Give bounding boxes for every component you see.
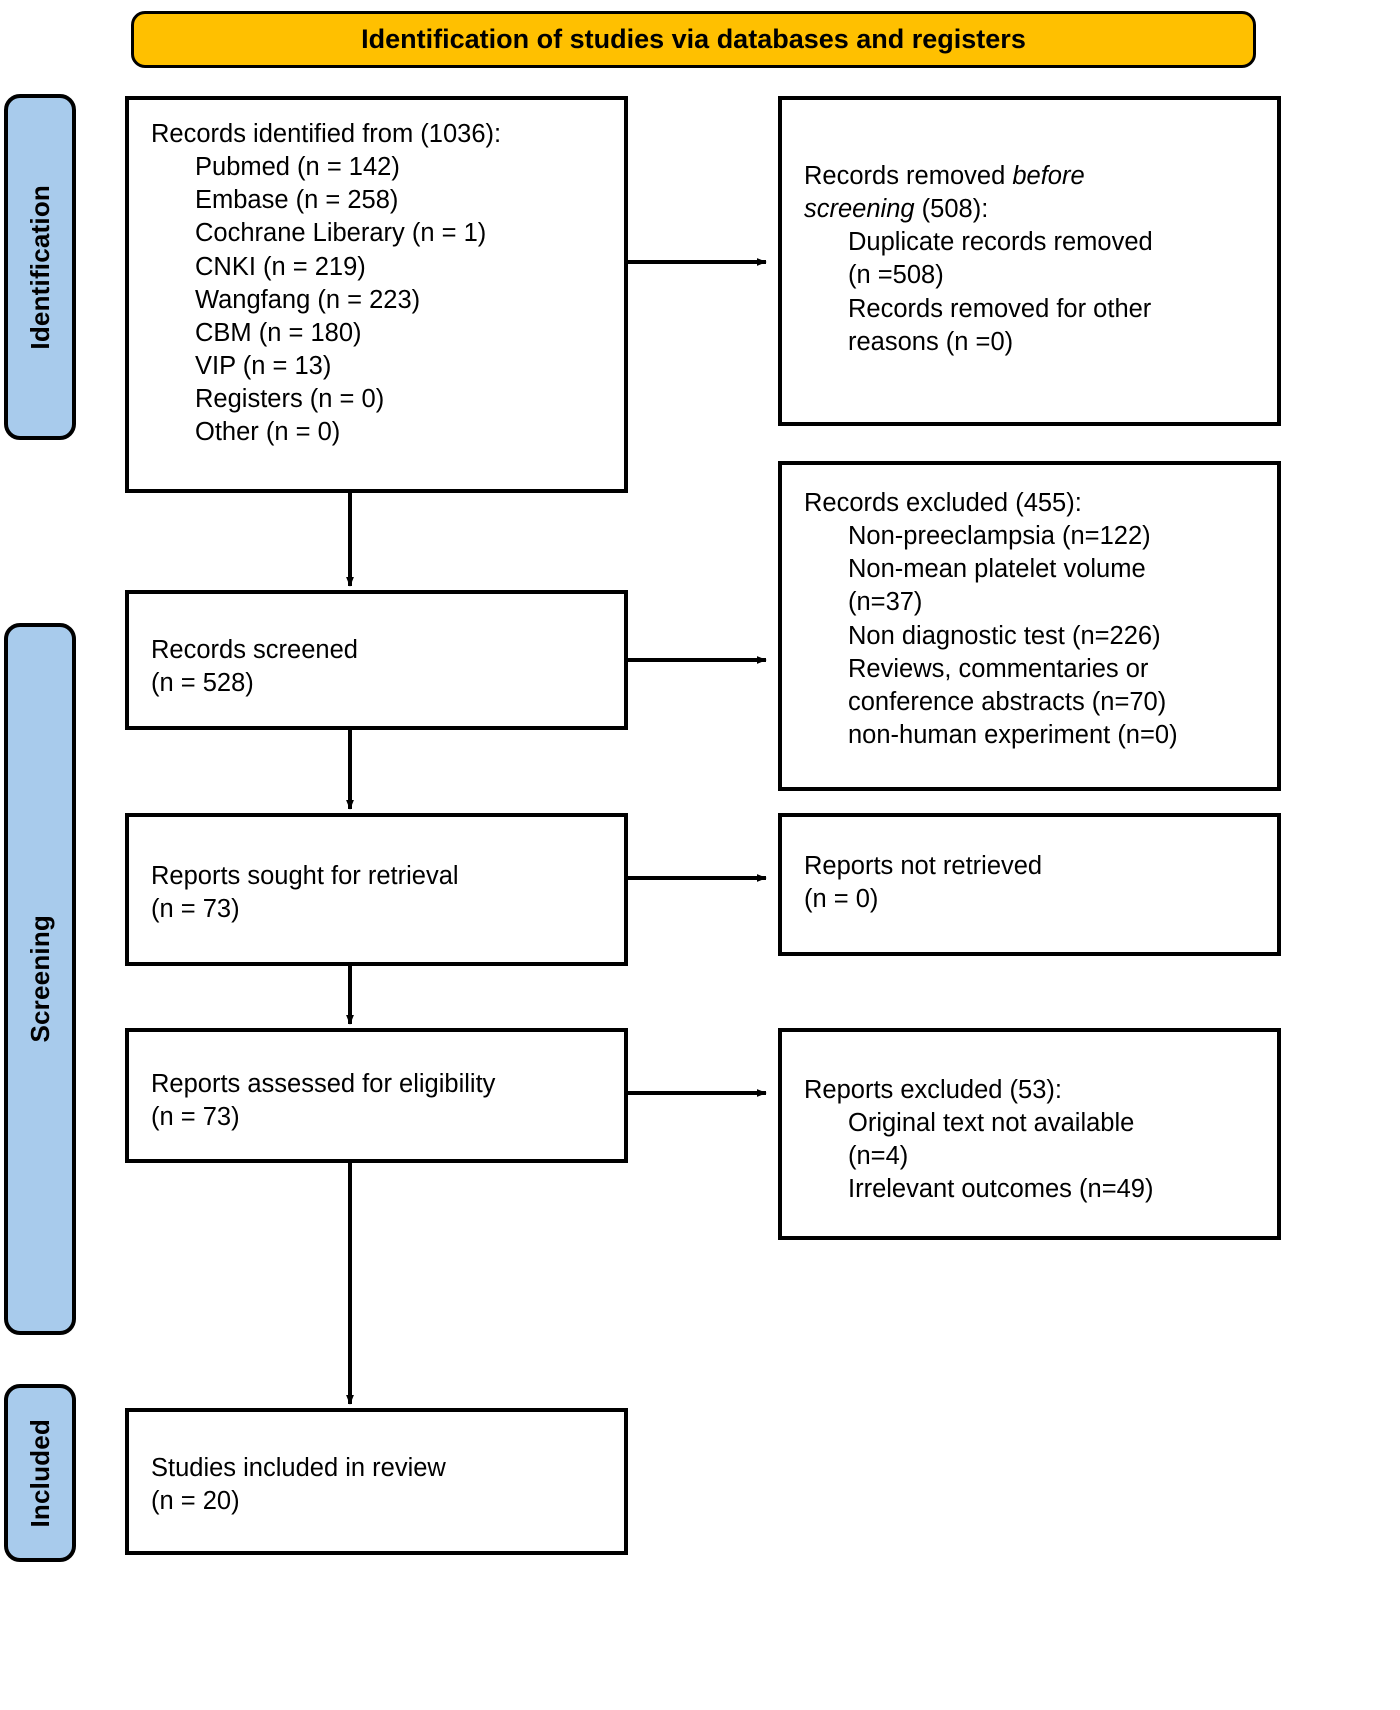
banner-identification: Identification of studies via databases …: [131, 11, 1256, 68]
line-2: Duplicate records removed: [848, 228, 1153, 257]
line-0: Records identified from (1036):: [151, 120, 502, 148]
stage-pill-included: Included: [4, 1384, 76, 1562]
line-1: (n = 73): [151, 895, 240, 924]
line-6: CBM (n = 180): [195, 318, 362, 347]
stage-label-included: Included: [24, 1418, 55, 1528]
line-0: Records excluded (455):: [804, 489, 1082, 517]
line-0: Reports assessed for eligibility: [151, 1070, 496, 1098]
box-studies-included: Studies included in review (n = 20): [125, 1408, 628, 1555]
line-1: (n = 20): [151, 1487, 240, 1516]
line-0-italic: before: [1012, 162, 1085, 190]
line-3: (n=37): [848, 588, 923, 617]
banner-title: Identification of studies via databases …: [361, 24, 1026, 54]
box-reports-sought: Reports sought for retrieval (n = 73): [125, 813, 628, 966]
line-1: screening (508):: [804, 193, 1263, 226]
stage-pill-screening: Screening: [4, 623, 76, 1335]
line-2: Non-mean platelet volume: [848, 555, 1146, 584]
line-0: Records screened: [151, 636, 358, 664]
box-records-excluded: Records excluded (455): Non-preeclampsia…: [778, 461, 1281, 791]
line-9: Other (n = 0): [195, 418, 341, 447]
line-1-italic: screening: [804, 195, 915, 224]
line-0: Reports excluded (53):: [804, 1076, 1062, 1104]
line-8: Registers (n = 0): [195, 385, 385, 414]
stage-label-identification: Identification: [24, 184, 55, 350]
line-4: Records removed for other: [848, 294, 1152, 323]
box-records-removed-before-screening: Records removed before screening (508): …: [778, 96, 1281, 426]
stage-pill-identification: Identification: [4, 94, 76, 440]
line-1: (n = 528): [151, 669, 254, 698]
line-0: Reports not retrieved: [804, 852, 1043, 880]
stage-label-screening: Screening: [24, 915, 55, 1043]
line-1: Pubmed (n = 142): [195, 153, 400, 182]
line-5: Wangfang (n = 223): [195, 285, 421, 314]
box-reports-excluded: Reports excluded (53): Original text not…: [778, 1028, 1281, 1240]
line-5: reasons (n =0): [848, 327, 1014, 356]
line-3: (n =508): [848, 261, 944, 290]
line-5: Reviews, commentaries or: [848, 654, 1149, 683]
line-3: Irrelevant outcomes (n=49): [848, 1175, 1154, 1204]
box-records-screened: Records screened (n = 528): [125, 590, 628, 730]
line-0: Reports sought for retrieval: [151, 862, 459, 890]
line-3: Cochrane Liberary (n = 1): [195, 219, 487, 248]
line-1: Non-preeclampsia (n=122): [848, 522, 1151, 551]
line-1: Original text not available: [848, 1109, 1135, 1138]
line-4: Non diagnostic test (n=226): [848, 621, 1161, 650]
line-0-text: Records removed: [804, 162, 1013, 190]
line-0: Records removed before: [804, 160, 1263, 193]
line-4: CNKI (n = 219): [195, 252, 366, 281]
line-7: VIP (n = 13): [195, 351, 332, 380]
line-1: (n = 73): [151, 1103, 240, 1132]
box-reports-assessed: Reports assessed for eligibility (n = 73…: [125, 1028, 628, 1163]
line-2: (n=4): [848, 1142, 909, 1171]
box-reports-not-retrieved: Reports not retrieved (n = 0): [778, 813, 1281, 956]
line-0: Studies included in review: [151, 1454, 446, 1482]
line-7: non-human experiment (n=0): [848, 720, 1178, 749]
box-records-identified: Records identified from (1036): Pubmed (…: [125, 96, 628, 493]
line-6: conference abstracts (n=70): [848, 687, 1167, 716]
line-1: (n = 0): [804, 885, 879, 914]
line-2: Embase (n = 258): [195, 186, 399, 215]
line-1-text: (508):: [914, 195, 989, 224]
